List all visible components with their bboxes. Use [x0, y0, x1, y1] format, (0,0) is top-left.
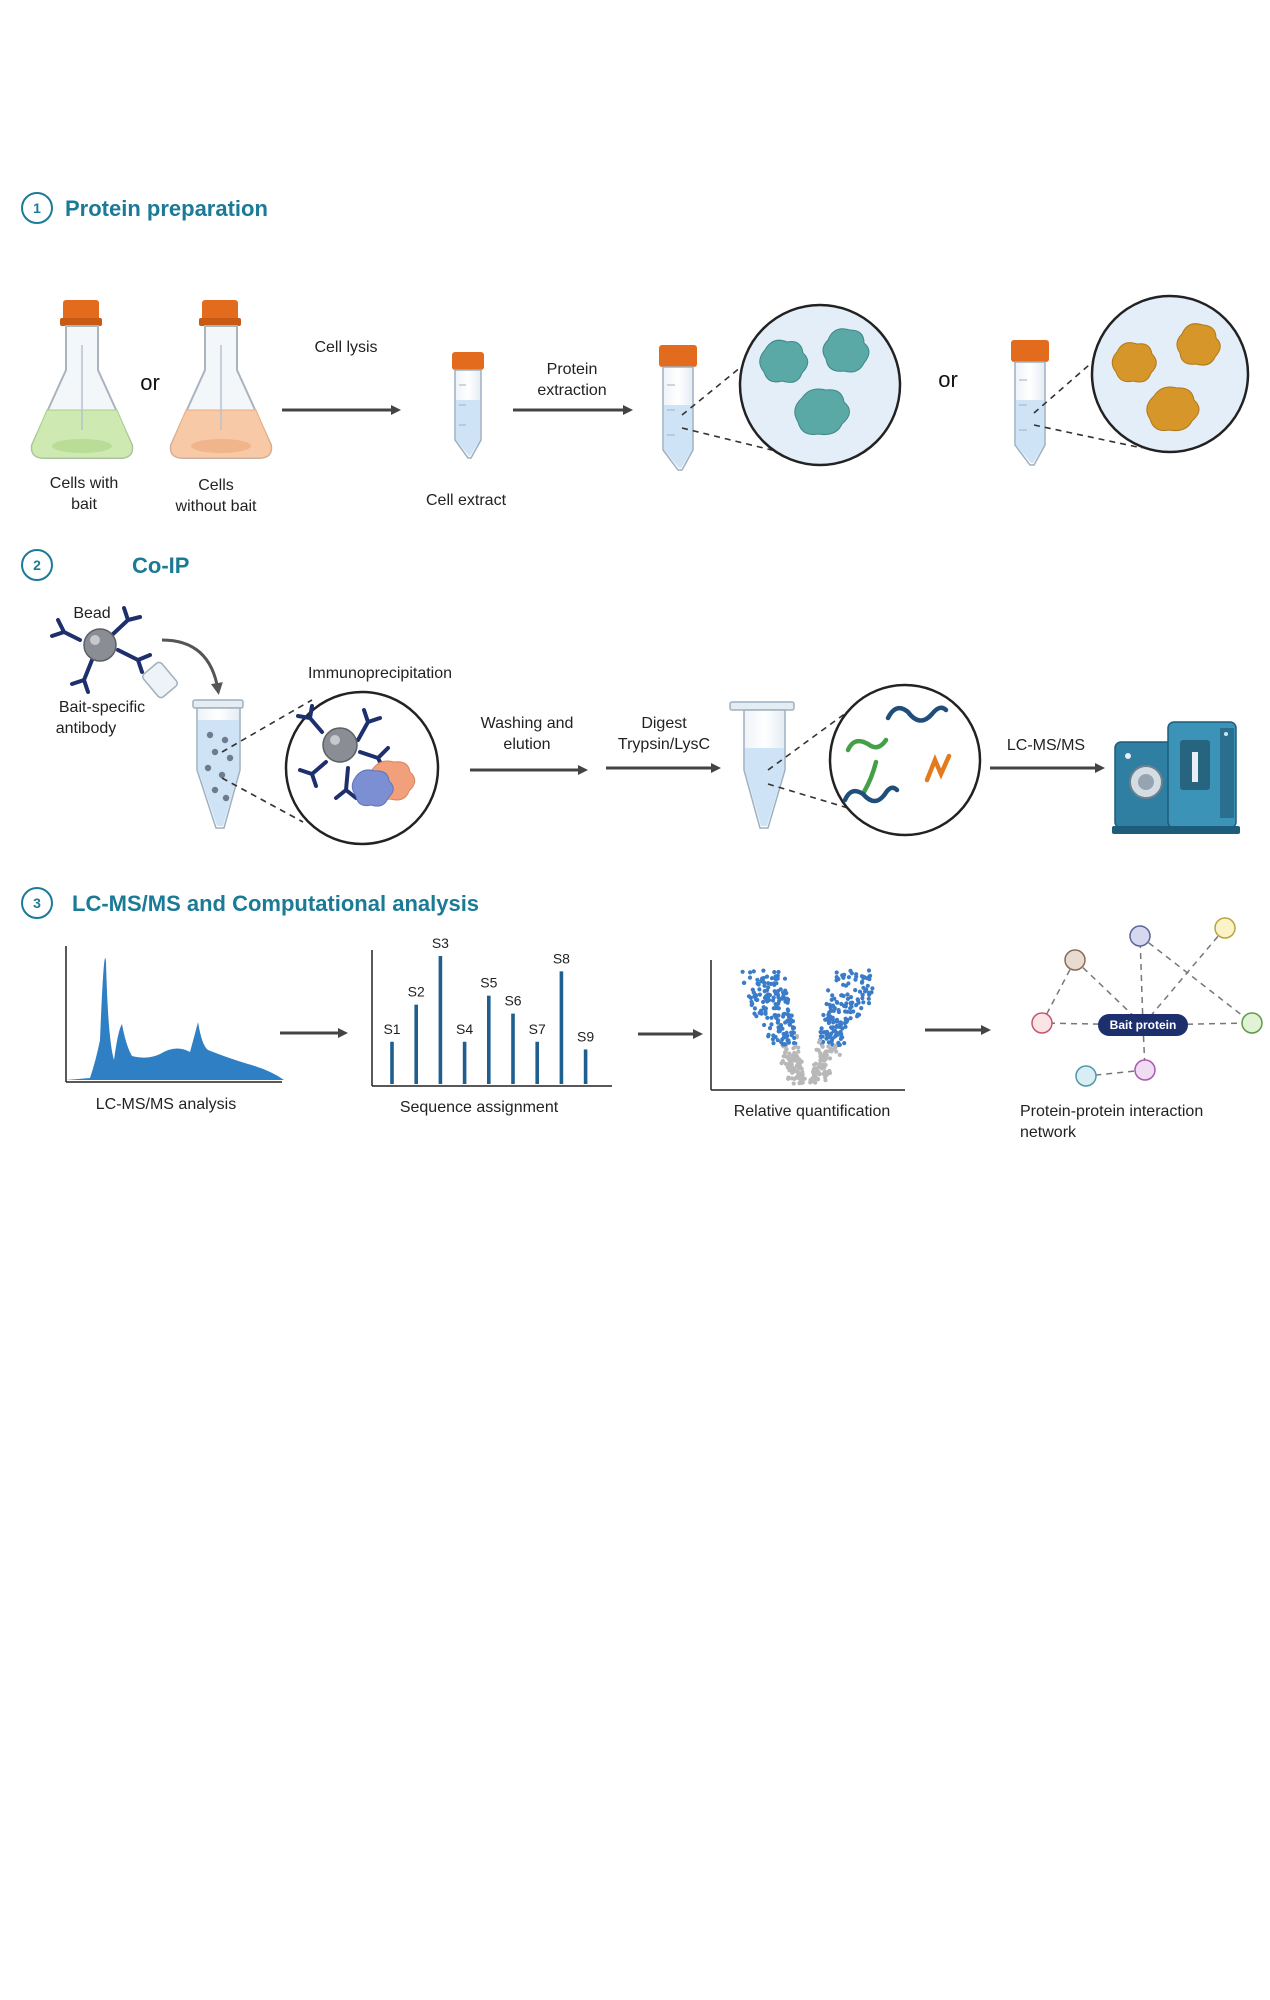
ip-complex-icon	[296, 704, 416, 807]
bead-antibody-icon	[50, 606, 152, 694]
antibody-label-line1: Bait-specific	[59, 699, 145, 716]
sequence-bar	[462, 1041, 467, 1084]
protein-extraction-label-line1: Protein	[547, 361, 598, 378]
flask-with-bait-label-line1: Cells with	[50, 475, 118, 492]
add-bead-arrow	[161, 638, 223, 695]
zoom-line-3	[1033, 337, 1121, 414]
washing-label-line2: elution	[503, 736, 550, 753]
sequence-bar	[511, 1013, 515, 1084]
network-label-line2: network	[1020, 1124, 1077, 1141]
section-1: 1 Protein preparation Cells with bait or…	[21, 192, 1250, 515]
sequence-bar-label: S2	[408, 984, 425, 1000]
volcano-label: Relative quantification	[734, 1103, 891, 1120]
cell-extract-tube-icon	[452, 352, 484, 459]
bead-label: Bead	[73, 605, 110, 622]
sequence-bar	[487, 995, 491, 1084]
sequence-bar-label: S6	[504, 993, 521, 1009]
step-number: 3	[33, 895, 41, 911]
bead-tube-icon	[142, 661, 244, 829]
chromatogram-label: LC-MS/MS analysis	[96, 1096, 236, 1113]
or-label-2: or	[938, 367, 958, 392]
teal-protein-zoom	[738, 303, 902, 467]
flask-without-bait-icon	[169, 300, 273, 459]
zoom-line-7	[767, 709, 851, 771]
flask-with-bait-label-line2: bait	[71, 496, 97, 513]
mass-spectrometer-icon	[1112, 721, 1240, 834]
sequence-bar	[414, 1004, 418, 1084]
lcms-arrow-label: LC-MS/MS	[1007, 737, 1085, 754]
section-3: 3 LC-MS/MS and Computational analysis LC…	[21, 887, 1263, 1141]
step-number: 1	[33, 200, 41, 216]
section-title: Protein preparation	[65, 196, 268, 221]
step-number-badge	[21, 192, 53, 224]
cell-lysis-label: Cell lysis	[314, 339, 377, 356]
ip-zoom	[284, 690, 440, 846]
section-title: Co-IP	[132, 553, 189, 578]
zoom-line-2	[681, 427, 793, 456]
sequence-bar-label: S3	[432, 935, 449, 951]
sequence-bar-label: S7	[529, 1021, 546, 1037]
step-number-badge	[21, 887, 53, 919]
chromatogram-plot	[65, 946, 284, 1083]
sequence-bar	[390, 1041, 394, 1084]
antibody-label-line2: antibody	[56, 720, 117, 737]
immunoprecipitation-label: Immunoprecipitation	[308, 665, 452, 682]
teal-protein-icon	[759, 328, 870, 435]
volcano-plot	[710, 960, 905, 1091]
peptide-strands-icon	[842, 705, 952, 804]
section-2: 2 Co-IP Bead Bait-specific antibody	[21, 549, 1240, 846]
sequence-bar	[535, 1041, 539, 1084]
digest-label-line2: Trypsin/LysC	[618, 736, 710, 753]
interaction-network: Bait protein	[1031, 917, 1263, 1087]
or-label: or	[140, 370, 160, 395]
sequence-bar-label: S4	[456, 1021, 473, 1037]
sequence-bar-label: S5	[480, 975, 497, 991]
washing-label-line1: Washing and	[481, 715, 574, 732]
peptide-tube-icon	[729, 701, 795, 829]
sequence-bar-label: S8	[553, 950, 570, 966]
sequence-bar-label: S1	[383, 1021, 400, 1037]
section-title: LC-MS/MS and Computational analysis	[72, 891, 479, 916]
network-label-line1: Protein-protein interaction	[1020, 1103, 1203, 1120]
sequence-label: Sequence assignment	[400, 1099, 559, 1116]
zoom-line-6	[221, 777, 304, 823]
sequence-bar-label: S9	[577, 1028, 594, 1044]
step-number: 2	[33, 557, 41, 573]
flask-without-bait-label-line1: Cells	[198, 477, 234, 494]
zoom-line-4	[1033, 424, 1143, 449]
control-tube-icon	[1011, 340, 1049, 466]
bait-protein-label: Bait protein	[1110, 1018, 1177, 1032]
orange-protein-icon	[1111, 323, 1221, 432]
zoom-line-8	[767, 783, 849, 809]
step-number-badge	[21, 549, 53, 581]
flask-without-bait-label-line2: without bait	[175, 498, 257, 515]
extract-tube-icon	[659, 345, 697, 471]
sequence-bar	[438, 956, 443, 1084]
flask-with-bait-icon	[30, 300, 134, 459]
sequence-bar	[559, 971, 564, 1084]
cell-extract-label: Cell extract	[426, 492, 507, 509]
digest-label-line1: Digest	[641, 715, 687, 732]
protein-extraction-label-line2: extraction	[537, 382, 606, 399]
sequence-bar	[583, 1049, 588, 1084]
